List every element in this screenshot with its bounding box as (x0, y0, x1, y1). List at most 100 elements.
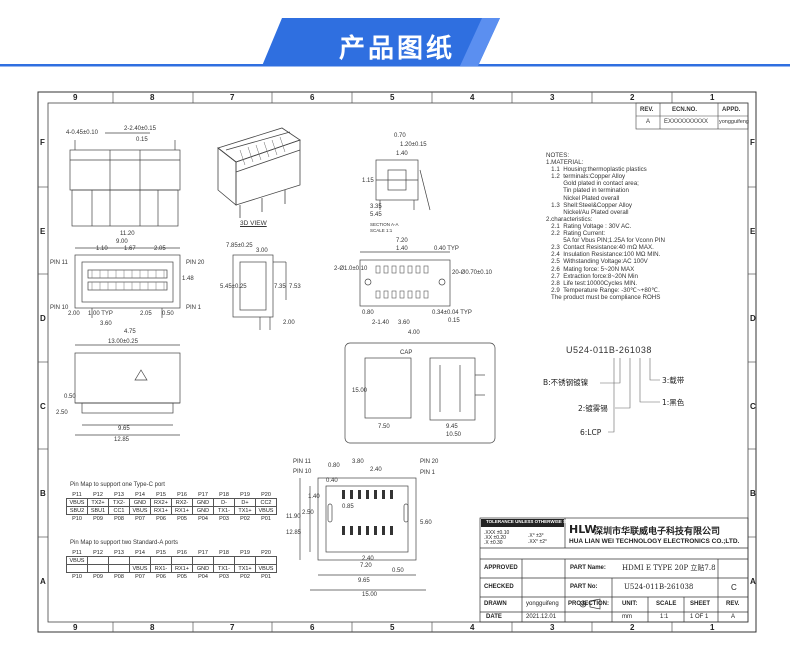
pin-bottom: P03 (219, 573, 229, 580)
sheet-value: 1 OF 1 (690, 614, 709, 620)
scale-value: 1:1 (660, 614, 669, 620)
pin-cell: VBUS (129, 506, 151, 515)
dim-text: 10.50 (446, 432, 462, 438)
zone-col-7-bottom: 7 (230, 623, 235, 632)
dim-text: 0.50 (64, 394, 76, 400)
pin-cell: GND (192, 564, 214, 573)
pin-top: P11 (72, 549, 82, 556)
pin-cell: TX1+ (234, 564, 256, 573)
pin-label: PIN 20 (186, 260, 205, 266)
pin-cell (192, 556, 214, 565)
dim-text: 2.00 (283, 320, 295, 326)
dim-text: 5.45 (370, 212, 382, 218)
tolerance-2: .XX ±0.20 (484, 535, 506, 541)
size-value: C (731, 583, 737, 592)
dim-text: 1.48 (182, 276, 194, 282)
dim-text: 3.60 (100, 321, 112, 327)
zone-col-9: 9 (73, 93, 78, 102)
drawn-label: DRAWN (484, 601, 507, 607)
dim-text: 0.80 (362, 310, 374, 316)
pin-top: P18 (219, 491, 229, 498)
dim-text: 9.65 (358, 578, 370, 584)
dim-text: 4.75 (124, 329, 136, 335)
pin-bottom: P08 (114, 515, 124, 522)
dim-text: 3.60 (398, 320, 410, 326)
pin-cell: RX1- (150, 564, 172, 573)
zone-row-f: F (40, 138, 45, 147)
pin-cell (108, 556, 130, 565)
sheet-label: SHEET (690, 601, 711, 607)
pin-bottom: P10 (72, 515, 82, 522)
pin-cell: D- (213, 498, 235, 507)
dim-text: 20-Ø0.70±0.10 (452, 270, 492, 276)
pin-bottom: P01 (261, 515, 271, 522)
pin-bottom: P02 (240, 573, 250, 580)
pin-cell (213, 556, 235, 565)
pin-cell (108, 564, 130, 573)
dim-text: 1.15 (362, 178, 374, 184)
pin-bottom: P06 (156, 515, 166, 522)
dim-text: 2.40 (362, 556, 374, 562)
dim-text: 4.00 (408, 330, 420, 336)
dim-text: 0.15 (136, 137, 148, 143)
unit-value: mm (622, 614, 632, 620)
pin-label: PIN 1 (186, 305, 202, 311)
header-banner: 产品图纸 (0, 0, 790, 80)
dim-text: 1.40 (396, 151, 408, 157)
dim-text: 9.45 (446, 424, 458, 430)
pin-cell: GND (192, 498, 214, 507)
company-logo: HLW (569, 523, 597, 536)
dim-text: 0.40 (326, 478, 338, 484)
pin-top: P12 (93, 549, 103, 556)
zone-col-5: 5 (390, 93, 395, 102)
dim-text: 0.85 (342, 504, 354, 510)
pin-top: P12 (93, 491, 103, 498)
pin-bottom: P08 (114, 573, 124, 580)
dim-text: 7.35 (274, 284, 286, 290)
dim-text: 1.10 (96, 246, 108, 252)
dim-text: 5.60 (420, 520, 432, 526)
pin-top: P16 (177, 491, 187, 498)
pin-cell (87, 564, 109, 573)
pin-top: P14 (135, 549, 145, 556)
dim-text: 3.35 (370, 204, 382, 210)
zone-row-b-right: B (750, 489, 756, 498)
company-name-en: HUA LIAN WEI TECHNOLOGY ELECTRONICS CO.;… (569, 538, 740, 545)
dim-text: 0.15 (448, 318, 460, 324)
3d-view-label: 3D VIEW (240, 220, 267, 227)
dim-text: 0.40 TYP (434, 246, 459, 252)
pin-cell (255, 556, 277, 565)
pin-top: P14 (135, 491, 145, 498)
tolerance-title: TOLERANCE UNLESS OTHERWISE SPECIFIED (486, 519, 587, 524)
pin-cell: RX1+ (171, 506, 193, 515)
pin-cell: TX1- (213, 506, 235, 515)
dim-text: 1.00 TYP (88, 311, 113, 317)
dim-text: 0.50 (392, 568, 404, 574)
dim-text: 12.85 (286, 530, 302, 536)
pin-cell: TX1+ (234, 506, 256, 515)
appd-header: APPD. (722, 107, 741, 113)
pin-cell: GND (192, 506, 214, 515)
rev-label: REV. (726, 601, 740, 607)
pin-cell: TX2- (108, 498, 130, 507)
pin-cell: GND (129, 498, 151, 507)
part-no-value: U524-011B-261038 (624, 583, 694, 591)
dim-text: 15.00 (362, 592, 378, 598)
pin-cell: D+ (234, 498, 256, 507)
pin-bottom: P05 (177, 515, 187, 522)
zone-col-1-bottom: 1 (710, 623, 715, 632)
zone-col-2-bottom: 2 (630, 623, 635, 632)
date-value: 2021.12.01 (526, 614, 557, 620)
dim-text: 5.45±0.25 (220, 284, 247, 290)
unit-label: UNIT: (622, 601, 638, 607)
pin-label: PIN 11 (50, 260, 68, 266)
pin-cell: VBUS (66, 556, 88, 565)
zone-row-b: B (40, 489, 46, 498)
dim-text: 7.20 (396, 238, 408, 244)
dim-text: 2.50 (56, 410, 68, 416)
pin-top: P17 (198, 491, 208, 498)
pin-bottom: P02 (240, 515, 250, 522)
zone-col-6-bottom: 6 (310, 623, 315, 632)
